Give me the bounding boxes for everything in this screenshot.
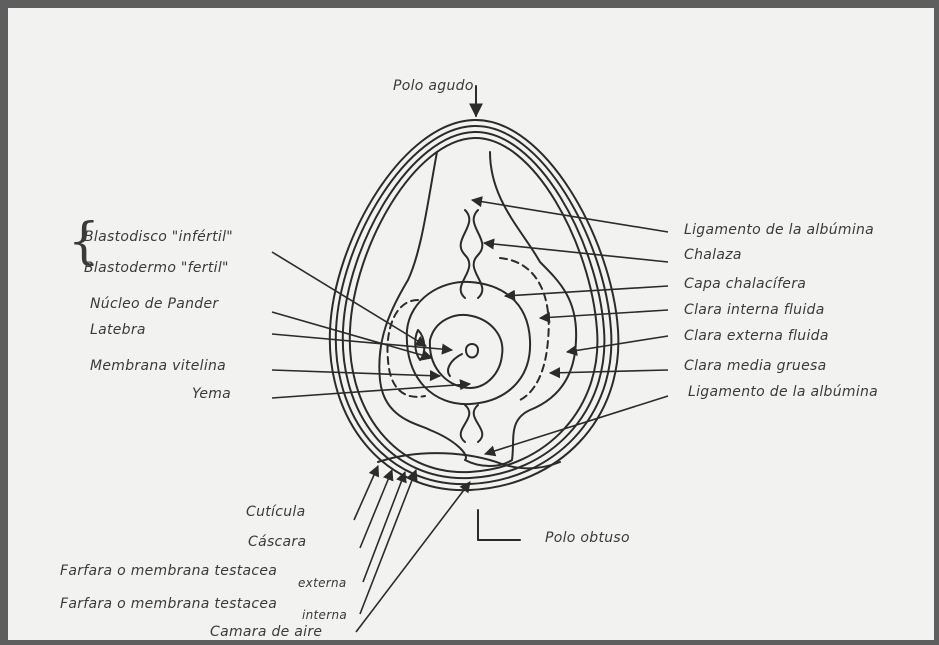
label-farfara-interna: Farfara o membrana testacea xyxy=(60,596,277,612)
leader-yema xyxy=(272,384,470,398)
label-camara-aire: Camara de aire xyxy=(210,624,322,640)
leader-cascara xyxy=(360,470,392,548)
label-chalaza: Chalaza xyxy=(684,247,742,263)
label-nucleo-pander: Núcleo de Pander xyxy=(90,296,218,312)
label-blastodisco: Blastodisco "infértil" xyxy=(84,229,233,245)
label-farfara-interna-2: interna xyxy=(302,608,347,622)
leader-clara-interna xyxy=(540,310,668,318)
label-yema: Yema xyxy=(192,386,231,402)
label-capa-chalacifera: Capa chalacífera xyxy=(684,276,806,292)
chalaza-top xyxy=(461,210,483,298)
latebra-outline xyxy=(448,344,478,376)
label-farfara-externa-2: externa xyxy=(298,576,347,590)
leader-capa xyxy=(505,286,668,296)
shell-outline xyxy=(336,126,612,484)
chalaziferous-right xyxy=(500,258,549,400)
label-ligamento-top: Ligamento de la albúmina xyxy=(684,222,874,238)
label-clara-media: Clara media gruesa xyxy=(684,358,827,374)
leader-farfara-int xyxy=(360,470,416,614)
label-farfara-externa: Farfara o membrana testacea xyxy=(60,563,277,579)
leader-chalaza xyxy=(484,243,668,262)
leader-latebra xyxy=(272,334,452,350)
label-latebra: Latebra xyxy=(90,322,146,338)
label-clara-interna: Clara interna fluida xyxy=(684,302,825,318)
label-ligamento-bottom: Ligamento de la albúmina xyxy=(688,384,878,400)
label-cuticula: Cutícula xyxy=(246,504,305,520)
label-clara-externa: Clara externa fluida xyxy=(684,328,829,344)
label-polo-obtuso: Polo obtuso xyxy=(545,530,630,546)
label-polo-agudo: Polo agudo xyxy=(393,78,474,94)
label-cascara: Cáscara xyxy=(248,534,306,550)
chalaza-bottom xyxy=(461,405,483,442)
chalaziferous-left xyxy=(387,300,425,397)
polo-obtuso-pointer xyxy=(478,510,520,540)
label-blastodermo: Blastodermo "fertil" xyxy=(84,260,229,276)
label-membrana-vitelina: Membrana vitelina xyxy=(90,358,226,374)
inner-albumen-outline xyxy=(407,282,530,404)
